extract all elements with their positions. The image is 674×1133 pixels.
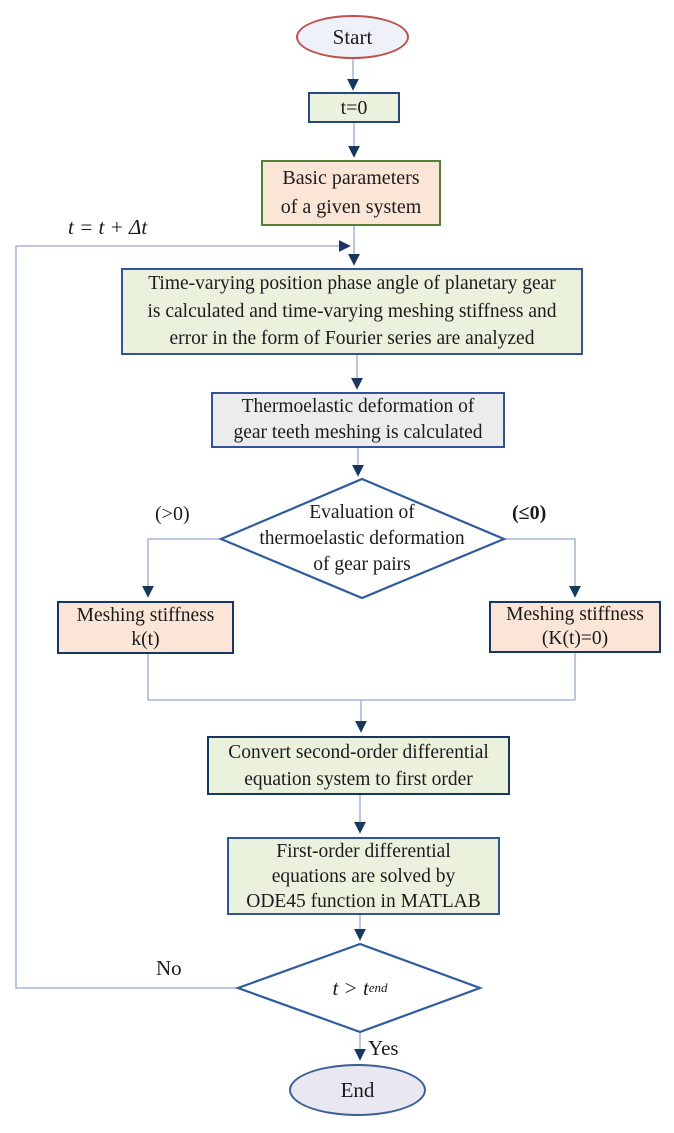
branch-nonpositive-label: (≤0) — [512, 502, 547, 524]
fourier-analysis-box: Time-varying position phase angle of pla… — [121, 268, 583, 355]
stiffness-kt-line1: Meshing stiffness — [76, 604, 215, 626]
fourier-line2: is calculated and time-varying meshing s… — [147, 300, 557, 322]
yes-label: Yes — [368, 1036, 399, 1060]
connector-branch-positive — [142, 538, 220, 598]
connector-branch-nonpositive — [505, 538, 581, 598]
stiffness-kt-line2: k(t) — [131, 628, 160, 650]
decision-deformation-diamond — [218, 477, 507, 600]
stiffness-k0-line2: (K(t)=0) — [541, 628, 609, 649]
end-label: End — [340, 1078, 375, 1102]
no-label: No — [156, 956, 182, 980]
ode45-line2: equations are solved by — [271, 865, 456, 887]
decision-time-diamond — [234, 942, 484, 1034]
basic-parameters-line2: of a given system — [280, 196, 422, 218]
ode45-solve-box: First-order differential equations are s… — [227, 837, 500, 915]
decision-time-sub: end — [368, 980, 388, 995]
end-terminator: End — [289, 1064, 426, 1116]
meshing-stiffness-kt-box: Meshing stiffness k(t) — [57, 601, 234, 654]
decision-deformation-text: Evaluation of thermoelastic deformation … — [240, 500, 484, 578]
connector-branch-merge — [147, 653, 576, 701]
loop-increment-label: t = t + Δt — [68, 215, 148, 239]
start-terminator: Start — [296, 15, 409, 59]
basic-parameters-line1: Basic parameters — [282, 167, 420, 189]
convert-line2: equation system to first order — [244, 768, 473, 790]
thermoelastic-line1: Thermoelastic deformation of — [241, 396, 475, 417]
meshing-stiffness-k0-box: Meshing stiffness (K(t)=0) — [489, 601, 661, 653]
fourier-line1: Time-varying position phase angle of pla… — [148, 273, 556, 295]
decision-deformation-line1: Evaluation of — [309, 502, 415, 523]
thermoelastic-box: Thermoelastic deformation of gear teeth … — [211, 392, 505, 448]
decision-deformation-line2: thermoelastic deformation — [259, 528, 465, 549]
stiffness-k0-line1: Meshing stiffness — [506, 604, 644, 625]
ode45-line1: First-order differential — [276, 840, 451, 862]
connector-loop-return — [15, 240, 351, 989]
convert-line1: Convert second-order differential — [228, 741, 489, 763]
basic-parameters-box: Basic parameters of a given system — [261, 160, 441, 226]
t0-process-box: t=0 — [308, 92, 400, 123]
thermoelastic-line2: gear teeth meshing is calculated — [233, 422, 483, 443]
ode45-line3: ODE45 function in MATLAB — [246, 890, 481, 912]
fourier-line3: error in the form of Fourier series are … — [169, 328, 535, 350]
branch-positive-label: (>0) — [155, 503, 190, 525]
t0-label: t=0 — [340, 96, 368, 119]
decision-deformation-line3: of gear pairs — [313, 554, 411, 575]
start-label: Start — [332, 25, 373, 49]
convert-first-order-box: Convert second-order differential equati… — [207, 736, 510, 795]
decision-time-main: t > t — [332, 976, 369, 1000]
